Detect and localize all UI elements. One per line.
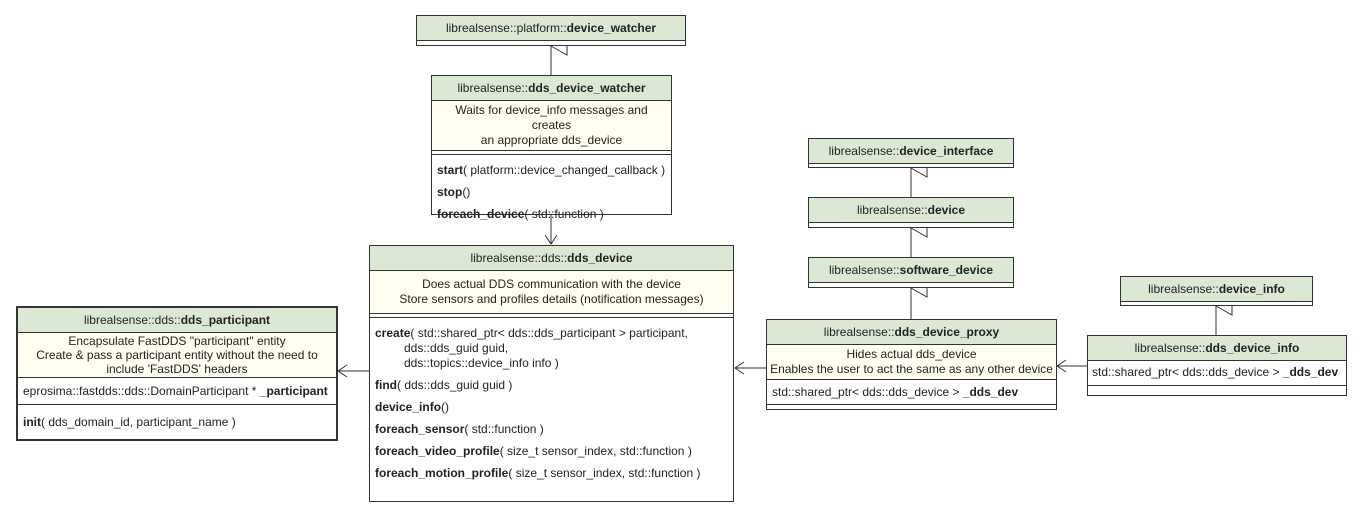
field-dds-dev: std::shared_ptr< dds::dds_device > _dds_… (1088, 361, 1346, 386)
class-header: librealsense::software_device (809, 258, 1013, 283)
class-dds-participant[interactable]: librealsense::dds::dds_participant Encap… (16, 306, 338, 441)
method-find: find( dds::dds_guid guid ) (375, 378, 513, 392)
methods-section: create( std::shared_ptr< dds::dds_partic… (370, 318, 733, 492)
method-foreach-motion-profile: foreach_motion_profile( size_t sensor_in… (375, 466, 701, 480)
field-participant: eprosima::fastdds::dds::DomainParticipan… (18, 378, 336, 405)
class-header: librealsense::dds_device_info (1088, 336, 1346, 361)
attributes-section (432, 151, 671, 155)
class-description: Does actual DDS communication with the d… (370, 271, 733, 314)
class-device[interactable]: librealsense::device (808, 197, 1014, 228)
class-dds-device-info[interactable]: librealsense::dds_device_info std::share… (1087, 335, 1347, 396)
field-dds-dev: std::shared_ptr< dds::dds_device > _dds_… (767, 380, 1056, 405)
class-dds-device[interactable]: librealsense::dds::dds_device Does actua… (369, 245, 734, 502)
method-start: start( platform::device_changed_callback… (437, 163, 666, 177)
method-create: create( std::shared_ptr< dds::dds_partic… (375, 326, 688, 370)
method-foreach-device: foreach_device( std::function ) (437, 207, 604, 221)
class-software-device[interactable]: librealsense::software_device (808, 257, 1014, 288)
methods-section: start( platform::device_changed_callback… (432, 155, 671, 233)
class-description: Waits for device_info messages and creat… (432, 101, 671, 151)
assoc-proxy-to-device (734, 361, 766, 375)
class-header: librealsense::dds::dds_participant (18, 308, 336, 333)
assoc-info-to-proxy (1056, 359, 1087, 373)
class-header: librealsense::dds_device_proxy (767, 320, 1056, 345)
class-description: Hides actual dds_device Enables the user… (767, 345, 1056, 380)
method-stop: stop() (437, 185, 471, 199)
class-header: librealsense::dds::dds_device (370, 246, 733, 271)
class-device-interface[interactable]: librealsense::device_interface (808, 138, 1014, 168)
class-platform-device-watcher[interactable]: librealsense::platform::device_watcher (416, 15, 686, 46)
class-dds-device-proxy[interactable]: librealsense::dds_device_proxy Hides act… (766, 319, 1057, 410)
class-header: librealsense::device (809, 198, 1013, 223)
class-header: librealsense::dds_device_watcher (432, 76, 671, 101)
attributes-section (370, 314, 733, 318)
class-header: librealsense::platform::device_watcher (417, 16, 685, 41)
class-description: Encapsulate FastDDS "participant" entity… (18, 333, 336, 378)
class-dds-device-watcher[interactable]: librealsense::dds_device_watcher Waits f… (431, 75, 672, 221)
method-device-info: device_info() (375, 400, 450, 414)
class-header: librealsense::device_interface (809, 139, 1013, 164)
class-header: librealsense::device_info (1121, 277, 1312, 302)
method-foreach-video-profile: foreach_video_profile( size_t sensor_ind… (375, 444, 692, 458)
method-init: init( dds_domain_id, participant_name ) (23, 415, 236, 429)
assoc-device-to-participant (337, 364, 369, 378)
methods-section: init( dds_domain_id, participant_name ) (18, 405, 336, 441)
assoc-watcher-to-device (544, 215, 558, 245)
method-foreach-sensor: foreach_sensor( std::function ) (375, 422, 544, 436)
class-device-info[interactable]: librealsense::device_info (1120, 276, 1313, 306)
